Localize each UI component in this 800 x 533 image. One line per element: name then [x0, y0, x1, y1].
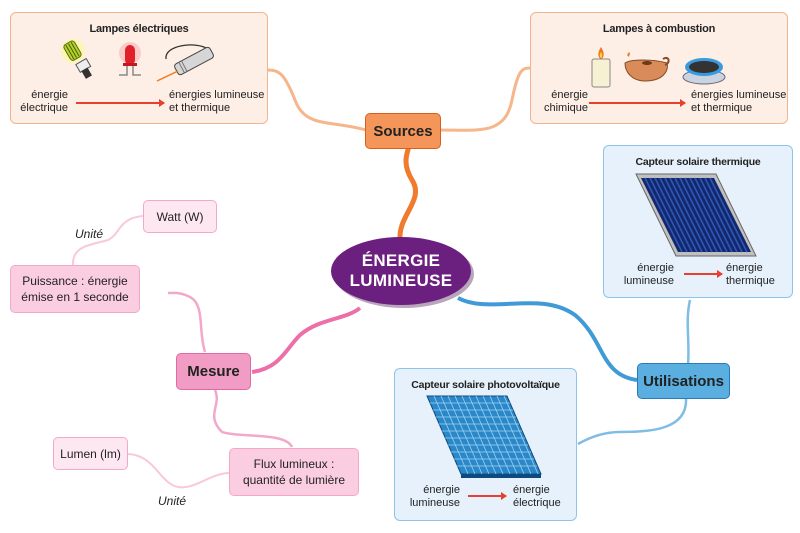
mesure-node[interactable]: Mesure [176, 353, 251, 390]
sources-node[interactable]: Sources [365, 113, 441, 149]
connector-sources-electric [267, 68, 367, 132]
combustion-to-label: énergies lumineuse et thermique [691, 89, 787, 114]
thermal-from-label: énergie lumineuse [623, 262, 674, 287]
watt-node[interactable]: Watt (W) [143, 200, 217, 233]
oil-lamp-icon [624, 52, 670, 82]
pv-from-label: énergie lumineuse [409, 484, 460, 509]
connector-center-utilisations [457, 296, 638, 382]
combustion-lamps-box: Lampes à combustion énergie chimique éne… [530, 12, 788, 124]
electric-from-label: énergie électrique [20, 89, 68, 114]
puissance-node[interactable]: Puissance : énergie émise en 1 seconde [10, 265, 140, 313]
connector-puissance-watt [71, 215, 144, 266]
connector-sources-combustion [439, 66, 531, 132]
flux-unit-label: Unité [158, 494, 187, 508]
electric-lamps-title: Lampes électriques [89, 23, 189, 35]
solar-thermal-panel-icon [635, 173, 757, 257]
led-icon [119, 42, 141, 76]
lumen-node[interactable]: Lumen (lm) [53, 437, 128, 470]
electric-arrow [76, 99, 165, 107]
photovoltaic-box: Capteur solaire photovoltaïque énergie l… [394, 368, 577, 521]
gas-burner-icon [682, 58, 726, 85]
pv-arrow [468, 492, 507, 500]
central-topic[interactable]: ÉNERGIE LUMINEUSE [331, 237, 471, 305]
connector-flux-lumen [127, 453, 231, 489]
cfl-bulb-icon [61, 39, 92, 79]
connector-mesure-puissance [167, 291, 207, 353]
flux-node[interactable]: Flux lumineux : quantité de lumière [229, 448, 359, 496]
central-topic-line2: LUMINEUSE [349, 271, 453, 290]
central-topic-line1: ÉNERGIE [361, 251, 441, 270]
puissance-unit-label: Unité [75, 227, 104, 241]
connector-utilisations-thermal [686, 299, 692, 366]
electric-to-label: énergies lumineuse et thermique [169, 89, 265, 114]
thermal-arrow [684, 270, 723, 278]
thermal-to-label: énergie thermique [726, 262, 775, 287]
combustion-from-label: énergie chimique [543, 89, 588, 114]
connector-center-sources [397, 145, 418, 241]
electric-lamps-box: Lampes électriques énergie électrique én… [10, 12, 268, 124]
combustion-lamps-title: Lampes à combustion [602, 23, 716, 35]
connector-mesure-flux [212, 389, 294, 448]
laser-pointer-icon [156, 44, 214, 82]
photovoltaic-panel-icon [426, 395, 542, 478]
connector-utilisations-pv [577, 397, 688, 446]
solar-thermal-title: Capteur solaire thermique [635, 156, 761, 168]
combustion-arrow [589, 99, 686, 107]
pv-to-label: énergie électrique [513, 484, 561, 509]
utilisations-node[interactable]: Utilisations [637, 363, 730, 399]
connector-center-mesure [251, 306, 362, 374]
solar-thermal-box: Capteur solaire thermique énergie lumine… [603, 145, 793, 298]
photovoltaic-title: Capteur solaire photovoltaïque [411, 379, 560, 391]
candle-icon [591, 47, 611, 88]
